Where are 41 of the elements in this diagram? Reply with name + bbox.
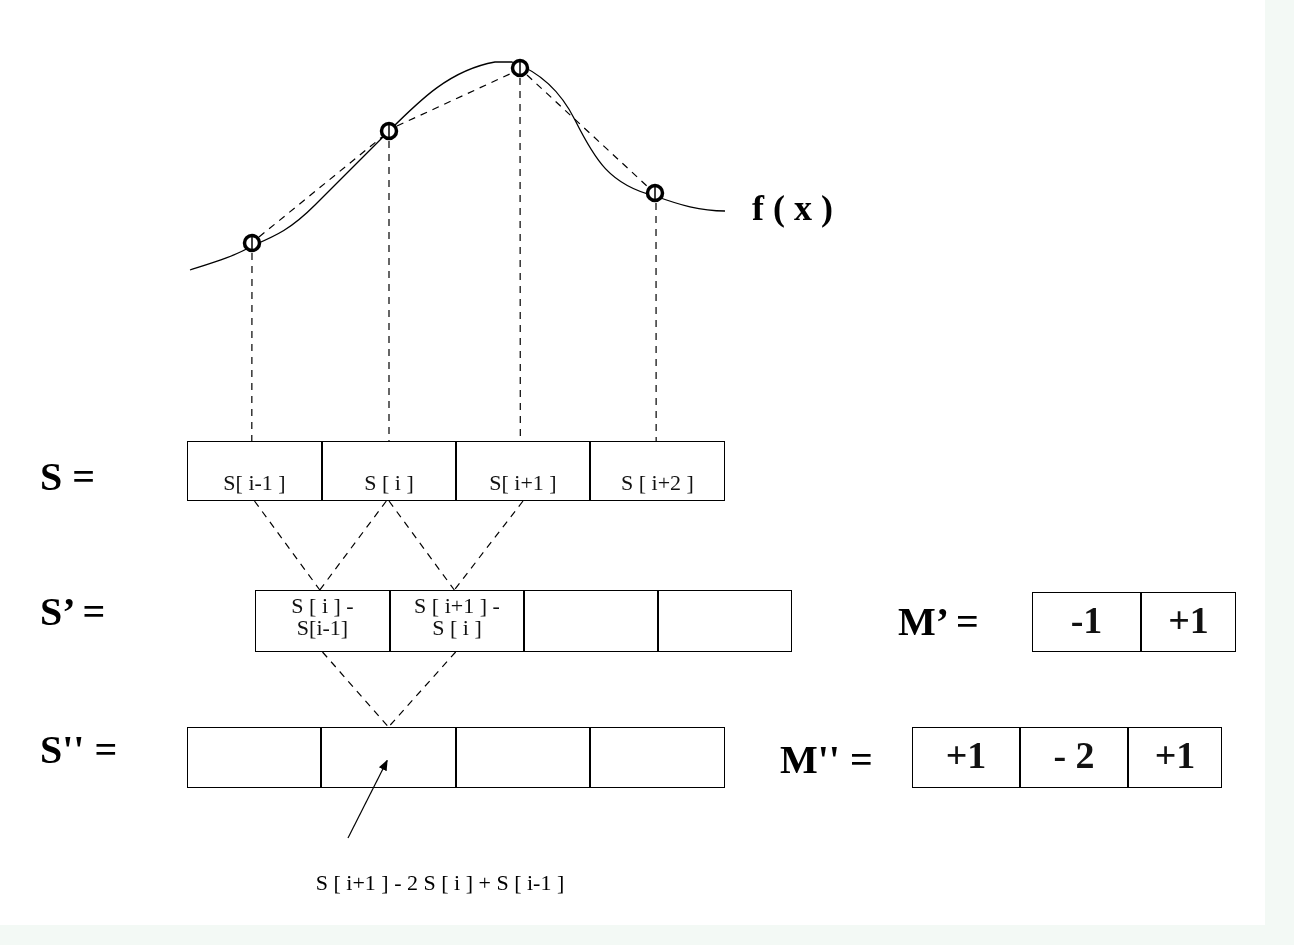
- array-cell: S[ i-1 ]: [187, 441, 322, 501]
- sample-point: [242, 233, 262, 253]
- array-cell: +1: [1141, 592, 1236, 652]
- dashed-line: [321, 651, 390, 728]
- dashed-line: [526, 74, 649, 188]
- dashed-line: [253, 500, 321, 591]
- array-cell: S [ i ] - S[i-1]: [255, 590, 390, 652]
- sample-point: [379, 121, 399, 141]
- array-cell: - 2: [1020, 727, 1128, 788]
- dashed-line: [387, 651, 457, 728]
- array-cell: +1: [1128, 727, 1222, 788]
- array-cell: [658, 590, 792, 652]
- dashed-line: [388, 140, 390, 442]
- dashed-line: [388, 500, 455, 591]
- equation-label: S'' =: [40, 728, 118, 772]
- array-cell: -1: [1032, 592, 1141, 652]
- sample-point: [510, 58, 530, 78]
- equation-label: S’ =: [40, 590, 106, 634]
- equation-label: M’ =: [898, 600, 979, 644]
- dashed-line: [251, 252, 253, 442]
- array-cell: S[ i+1 ]: [456, 441, 590, 501]
- dashed-line: [258, 136, 383, 238]
- dashed-line: [396, 72, 513, 127]
- array-cell: +1: [912, 727, 1020, 788]
- array-cell: [321, 727, 456, 788]
- array-cell: S [ i ]: [322, 441, 456, 501]
- dashed-line: [319, 500, 387, 591]
- array-cell: [456, 727, 590, 788]
- array-cell: [524, 590, 658, 652]
- array-cell: S [ i+2 ]: [590, 441, 725, 501]
- array-cell: [187, 727, 321, 788]
- equation-label: M'' =: [780, 738, 873, 782]
- arrow: [347, 759, 388, 839]
- dashed-line: [453, 500, 524, 591]
- formula-annotation: S [ i+1 ] - 2 S [ i ] + S [ i-1 ]: [240, 866, 640, 900]
- array-cell: S [ i+1 ] - S [ i ]: [390, 590, 524, 652]
- function-label: f ( x ): [752, 187, 833, 230]
- dashed-line: [655, 202, 657, 442]
- sample-point: [645, 183, 665, 203]
- array-cell: [590, 727, 725, 788]
- equation-label: S =: [40, 455, 96, 499]
